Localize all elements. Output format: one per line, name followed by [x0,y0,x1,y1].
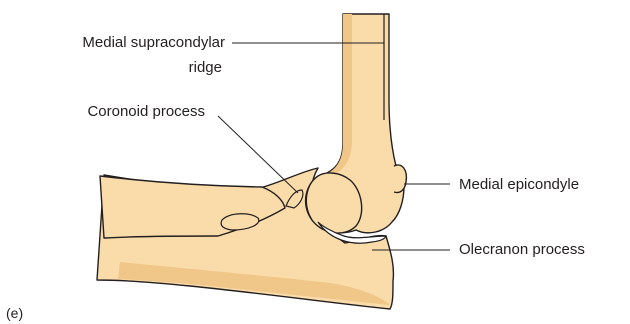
medial-epicondyle [394,165,406,193]
label-medial-supracondylar-ridge-line1: Medial supracondylar [82,33,225,52]
label-coronoid-process: Coronoid process [87,102,205,121]
humerus-shading [322,14,352,176]
panel-label: (e) [6,304,23,323]
leader-coronoid-process [218,116,298,193]
label-olecranon-process: Olecranon process [459,240,585,259]
label-medial-supracondylar-ridge-line2: ridge [189,58,222,77]
label-medial-epicondyle: Medial epicondyle [459,175,579,194]
